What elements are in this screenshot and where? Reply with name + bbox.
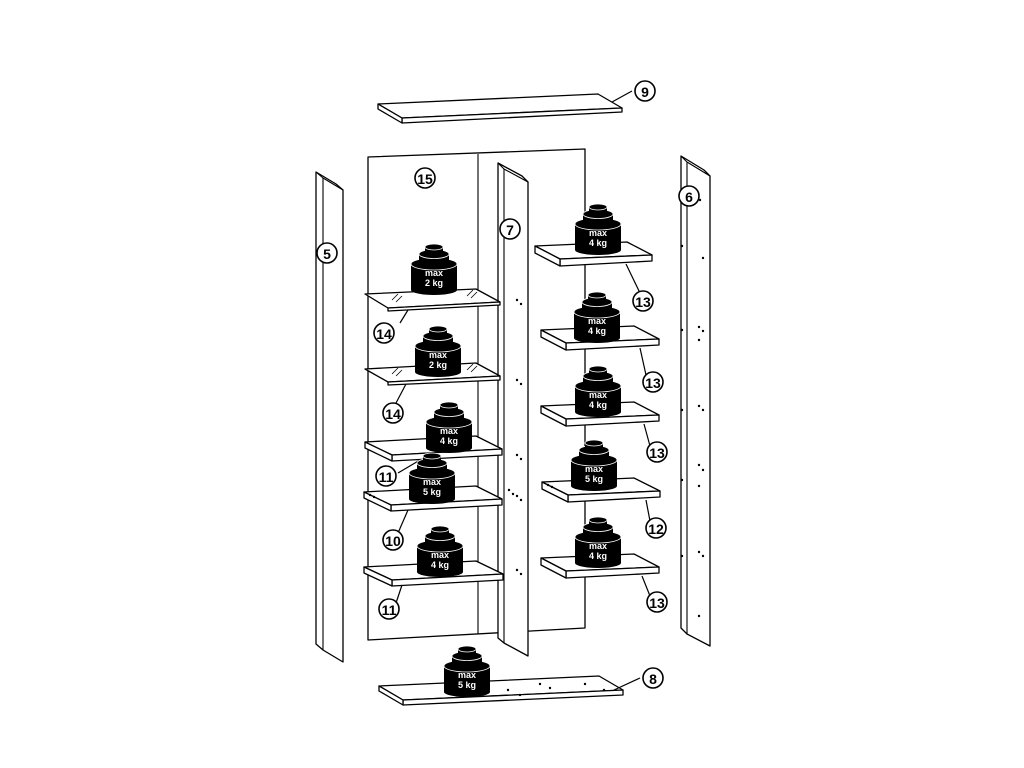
max-label: max bbox=[423, 477, 441, 487]
weight-limit-label: 5 kg bbox=[585, 474, 603, 484]
weight-limit-label: 4 kg bbox=[588, 326, 606, 336]
max-label: max bbox=[588, 316, 606, 326]
weight-limit-label: 2 kg bbox=[429, 360, 447, 370]
part-number: 9 bbox=[641, 84, 649, 100]
max-label: max bbox=[589, 228, 607, 238]
part-callout-p11b: 11 bbox=[378, 598, 400, 620]
part-callout-p11a: 11 bbox=[375, 465, 397, 487]
part-number: 13 bbox=[645, 375, 661, 391]
max-label: max bbox=[431, 550, 449, 560]
part-number: 8 bbox=[649, 671, 657, 687]
part-number: 12 bbox=[648, 521, 664, 537]
part-number: 13 bbox=[649, 445, 665, 461]
weight-limit-label: 4 kg bbox=[589, 551, 607, 561]
weight-limit-label: 4 kg bbox=[431, 560, 449, 570]
part-callout-p13b: 13 bbox=[642, 371, 664, 393]
side-holes bbox=[680, 198, 705, 618]
right-side-panel bbox=[680, 155, 711, 647]
max-label: max bbox=[425, 268, 443, 278]
part-callout-p14a: 14 bbox=[373, 322, 395, 344]
part-callout-p8: 8 bbox=[642, 667, 664, 689]
weight-limit-label: 4 kg bbox=[589, 238, 607, 248]
max-label: max bbox=[589, 541, 607, 551]
part-number: 11 bbox=[379, 469, 394, 485]
partition-holes bbox=[507, 298, 523, 576]
max-label: max bbox=[585, 464, 603, 474]
part-callout-p10: 10 bbox=[382, 529, 404, 551]
max-label: max bbox=[440, 426, 458, 436]
weight-limit-label: 4 kg bbox=[589, 400, 607, 410]
bottom-panel bbox=[378, 675, 624, 706]
part-number: 11 bbox=[382, 602, 397, 618]
weight-limit-label: 5 kg bbox=[423, 487, 441, 497]
part-callout-p5: 5 bbox=[316, 242, 338, 264]
part-number: 7 bbox=[506, 222, 514, 238]
middle-partition bbox=[497, 162, 529, 657]
part-callout-p14b: 14 bbox=[382, 402, 404, 424]
part-number: 13 bbox=[635, 294, 651, 310]
part-callout-p13a: 13 bbox=[632, 290, 654, 312]
part-number: 6 bbox=[685, 189, 693, 205]
part-callout-p12: 12 bbox=[645, 517, 667, 539]
leader-lines bbox=[395, 90, 651, 691]
part-callout-p9: 9 bbox=[634, 80, 656, 102]
part-number: 14 bbox=[385, 406, 401, 422]
glass-shelf-upper bbox=[364, 288, 501, 312]
part-callout-p6: 6 bbox=[678, 185, 700, 207]
weight-limit-label: 4 kg bbox=[440, 436, 458, 446]
max-label: max bbox=[429, 350, 447, 360]
top-panel bbox=[377, 93, 623, 124]
weight-limit-label: 2 kg bbox=[425, 278, 443, 288]
max-label: max bbox=[458, 670, 476, 680]
part-number: 13 bbox=[649, 595, 665, 611]
max-label: max bbox=[589, 390, 607, 400]
part-callout-p13d: 13 bbox=[646, 591, 668, 613]
part-number: 15 bbox=[417, 171, 433, 187]
part-number: 10 bbox=[385, 533, 401, 549]
weight-limit-label: 5 kg bbox=[458, 680, 476, 690]
part-callout-p7: 7 bbox=[499, 218, 521, 240]
part-callout-p15: 15 bbox=[414, 167, 436, 189]
part-number: 5 bbox=[323, 246, 331, 262]
part-number: 14 bbox=[376, 326, 392, 342]
callouts: 9 15 5 7 6 14 14 11 10 11 13 13 13 12 13 8 bbox=[316, 80, 700, 689]
part-callout-p13c: 13 bbox=[646, 441, 668, 463]
